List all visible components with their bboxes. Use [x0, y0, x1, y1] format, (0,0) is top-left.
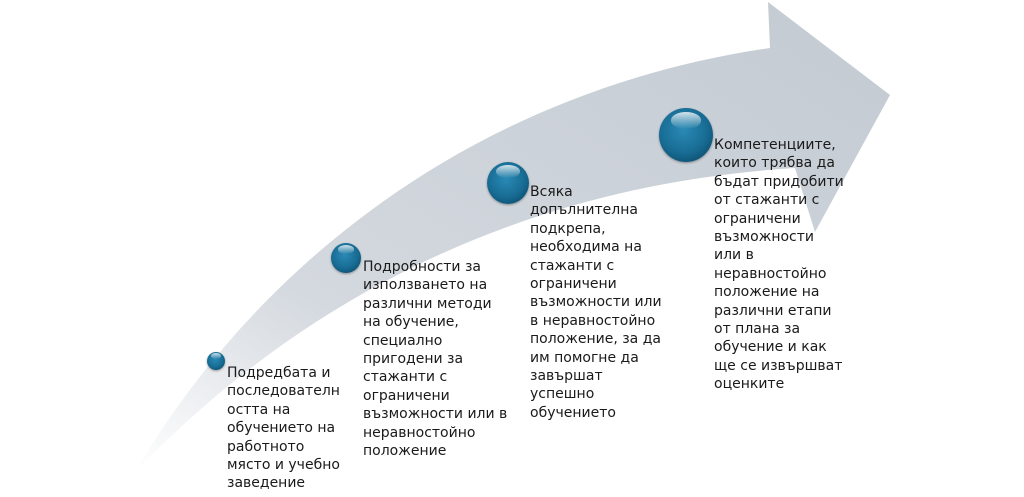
step-text-line: Всяка — [530, 184, 573, 200]
step-text-line: допълнителна — [530, 202, 638, 219]
step-text-line: заведение — [227, 475, 306, 492]
step-text-line: стажанти с — [530, 257, 615, 274]
step-text-line: различни методи — [363, 295, 492, 312]
step-text-line: възможности или в — [363, 406, 508, 423]
step-text-line: възможности — [714, 229, 814, 246]
step-text-line: различни етапи — [714, 302, 832, 319]
step-text-line: обучението на — [227, 420, 336, 437]
step-text-line: неравностойно — [714, 265, 827, 282]
step-text-line: положение на — [714, 284, 820, 301]
step-1-marker — [207, 352, 225, 370]
step-4-marker — [659, 108, 713, 162]
step-text-line: място и учебно — [227, 457, 340, 474]
step-text-line: в неравностойно — [530, 312, 656, 329]
step-text-line: които трябва да — [714, 155, 835, 172]
step-text-line: Подробности за — [363, 259, 482, 275]
step-text-line: ограничени — [530, 276, 617, 293]
step-text-line: положение, за да — [530, 331, 661, 348]
step-text-line: от стажанти с — [714, 192, 820, 209]
step-text-line: бъдат придобити — [714, 173, 844, 190]
step-text-line: пригодени за — [363, 351, 464, 368]
step-text-line: остта на — [227, 401, 291, 418]
step-3-marker — [487, 162, 529, 204]
step-text-line: оценките — [714, 376, 785, 393]
step-text-line: или в — [714, 247, 754, 264]
step-text-line: ограничени — [714, 210, 801, 227]
step-text-line: Подредбата и — [227, 365, 331, 381]
step-text-line: обучение и как — [714, 339, 827, 356]
step-text-line: възможности или — [530, 294, 662, 311]
step-text-line: им помогне да — [530, 349, 639, 366]
step-text-line: на обучение, — [363, 314, 459, 331]
step-text-line: Компетенциите, — [714, 137, 836, 153]
step-text-line: обучението — [530, 404, 616, 421]
step-text-line: работното — [227, 438, 305, 455]
step-text-line: необходима на — [530, 239, 642, 256]
step-text-line: стажанти с — [363, 369, 448, 386]
step-text-line: успешно — [530, 386, 595, 403]
step-text-line: използването на — [363, 277, 488, 294]
step-text-line: подкрепа, — [530, 220, 606, 237]
step-text-line: специално — [363, 332, 443, 349]
step-text-line: от плана за — [714, 321, 801, 338]
step-2-marker — [331, 243, 361, 273]
step-text-line: завършат — [530, 368, 603, 385]
step-text-line: ще се извършват — [714, 357, 843, 374]
step-text-line: положение — [363, 443, 447, 460]
step-text-line: неравностойно — [363, 424, 476, 441]
step-text-line: последователн — [227, 383, 340, 400]
step-text-line: ограничени — [363, 387, 450, 404]
